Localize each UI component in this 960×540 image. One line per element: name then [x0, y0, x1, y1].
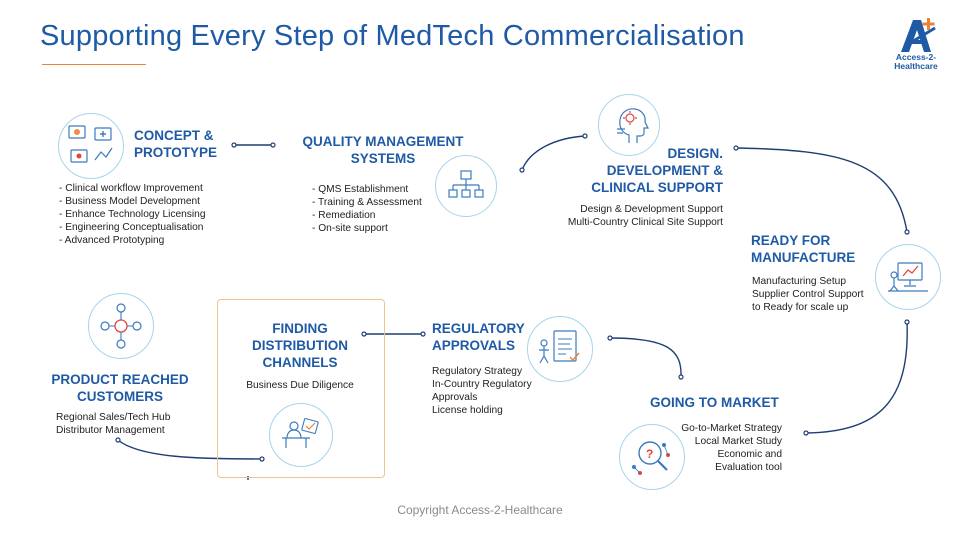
- manufacture-heading: READY FOR MANUFACTURE: [751, 233, 856, 265]
- distribution-circle: [269, 403, 333, 467]
- connector-design-manufacture: [735, 147, 908, 233]
- list-item: Local Market Study: [694, 436, 782, 447]
- list-item: - Engineering Conceptualisation: [59, 222, 204, 233]
- org-chart-icon: [448, 170, 484, 198]
- regulatory-document-icon: [539, 330, 580, 364]
- concept-heading: CONCEPT & PROTOTYPE: [134, 128, 218, 160]
- connector-dot: [361, 331, 367, 337]
- market-circle: ?: [619, 424, 685, 490]
- manufacture-circle: [875, 244, 941, 310]
- list-item: to Ready for scale up: [752, 302, 849, 313]
- connector-dot: [259, 456, 265, 462]
- distribution-heading: FINDING DISTRIBUTION CHANNELS: [252, 321, 348, 370]
- design-circle: [598, 94, 660, 156]
- connector-dot: [270, 142, 276, 148]
- connector-dot: [582, 133, 588, 139]
- qms-list: - QMS Establishment - Training & Assessm…: [312, 183, 422, 235]
- connector-dot: [231, 142, 237, 148]
- customers-heading: PRODUCT REACHED CUSTOMERS: [51, 372, 189, 404]
- connector-dot: [678, 374, 684, 380]
- manufacture-list: Manufacturing Setup Supplier Control Sup…: [752, 275, 864, 314]
- list-item: - On-site support: [312, 223, 388, 234]
- list-item: - Enhance Technology Licensing: [59, 209, 206, 220]
- list-item: Regulatory Strategy: [432, 366, 523, 377]
- market-heading: GOING TO MARKET: [650, 395, 779, 410]
- list-item: Approvals: [432, 392, 478, 403]
- connector-dot: [115, 437, 121, 443]
- market-list: Go-to-Market Strategy Local Market Study…: [650, 422, 782, 474]
- connector-dot: [803, 430, 809, 436]
- regulatory-circle: [527, 316, 593, 382]
- a-plus-logo-icon: [901, 18, 936, 52]
- svg-text:?: ?: [646, 447, 653, 461]
- list-item: Regional Sales/Tech Hub: [56, 412, 171, 423]
- list-item: - Clinical workflow Improvement: [59, 183, 203, 194]
- list-item: License holding: [432, 405, 503, 416]
- connector-dot: [904, 319, 910, 325]
- head-idea-icon: [617, 108, 649, 143]
- list-item: Business Due Diligence: [246, 380, 354, 391]
- manufacturing-monitor-icon: [888, 262, 928, 292]
- customer-network-icon: [100, 303, 142, 349]
- list-item: Economic and: [717, 449, 782, 460]
- connector-dot: [733, 145, 739, 151]
- distribution-desk-icon: [282, 418, 319, 448]
- logo-line2: Healthcare: [894, 61, 938, 71]
- design-list: Design & Development Support Multi-Count…: [540, 203, 723, 229]
- connector-market-regulatory: [609, 337, 682, 378]
- list-item: - Advanced Prototyping: [59, 235, 165, 246]
- list-item: Manufacturing Setup: [752, 276, 847, 287]
- connector-qms-design: [521, 135, 586, 171]
- distribution-list: Business Due Diligence: [217, 379, 383, 392]
- connector-dot: [904, 229, 910, 235]
- qms-circle: [435, 155, 497, 217]
- company-logo: Access-2- Healthcare: [885, 16, 947, 74]
- connector-dot: [519, 167, 525, 173]
- distribution-highlight-box: [217, 299, 385, 478]
- page-title: Supporting Every Step of MedTech Commerc…: [40, 20, 745, 52]
- copyright-text: Copyright Access-2-Healthcare: [397, 503, 563, 517]
- connector-dot: [607, 335, 613, 341]
- connector-dot: [420, 331, 426, 337]
- list-item: Go-to-Market Strategy: [681, 423, 782, 434]
- connector-manufacture-market: [805, 321, 908, 434]
- title-underline: [42, 64, 146, 65]
- connector-distribution-customers: [117, 439, 263, 460]
- customers-list: Regional Sales/Tech Hub Distributor Mana…: [56, 411, 170, 437]
- list-item: Multi-Country Clinical Site Support: [567, 217, 723, 228]
- list-item: - Remediation: [312, 210, 376, 221]
- design-heading: DESIGN. DEVELOPMENT & CLINICAL SUPPORT: [591, 146, 723, 195]
- list-item: - Business Model Development: [59, 196, 200, 207]
- customers-circle: [88, 293, 154, 359]
- list-item: Distributor Management: [56, 425, 165, 436]
- list-item: - Training & Assessment: [312, 197, 422, 208]
- list-item: Evaluation tool: [715, 462, 782, 473]
- concept-circle: [58, 113, 124, 179]
- qms-heading: QUALITY MANAGEMENT SYSTEMS: [302, 134, 464, 166]
- list-item: Supplier Control Support: [752, 289, 864, 300]
- concept-list: - Clinical workflow Improvement - Busine…: [59, 182, 206, 247]
- market-research-icon: ?: [632, 441, 670, 475]
- list-item: - QMS Establishment: [312, 184, 409, 195]
- regulatory-list: Regulatory Strategy In-Country Regulator…: [432, 365, 532, 417]
- regulatory-heading: REGULATORY APPROVALS: [432, 321, 525, 353]
- list-item: Design & Development Support: [580, 204, 723, 215]
- logo-line1: Access-2-: [895, 52, 937, 62]
- hospital-workflow-icon: [68, 125, 113, 163]
- list-item: In-Country Regulatory: [432, 379, 532, 390]
